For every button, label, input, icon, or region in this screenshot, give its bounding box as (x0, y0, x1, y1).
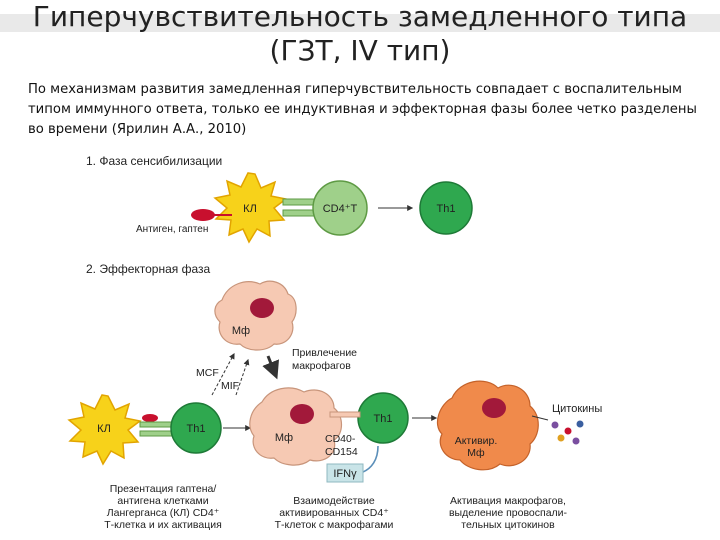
caption-right: Активация макрофагов, выделение провоспа… (449, 495, 568, 531)
phase1-title: 1. Фаза сенсибилизации (86, 154, 222, 168)
macrophage-top-nucleus (250, 298, 274, 318)
slide-title: Гиперчувствительность замедленного типа … (0, 0, 720, 68)
kl-cell-phase2 (67, 394, 142, 466)
cd40-link-bar (329, 411, 361, 418)
cytokine-release-line (531, 415, 549, 421)
activated-mf-label-1: Активир. (455, 435, 498, 447)
phase2-title: 2. Эффекторная фаза (86, 262, 211, 276)
kl-cell-phase1 (213, 172, 288, 244)
title-line-1: Гиперчувствительность замедленного типа (32, 0, 688, 33)
title-line-2: (ГЗТ, IV тип) (269, 34, 451, 67)
caption-mid-line: Т-клеток с макрофагами (275, 519, 394, 531)
cd4t-label: CD4⁺T (323, 203, 358, 215)
recruitment-arrow (262, 355, 280, 380)
recruitment-label-1: Привлечение (292, 347, 357, 359)
kl-label-phase2: КЛ (97, 423, 111, 435)
antigen-shape-phase2 (142, 414, 158, 422)
cytokine-dot (557, 434, 565, 442)
caption-left-line: Презентация гаптена/ (110, 483, 217, 495)
activated-macrophage-nucleus (482, 398, 506, 418)
recruitment-label-2: макрофагов (292, 360, 351, 372)
mcf-label: MCF (196, 367, 219, 379)
kl-label-phase1: КЛ (243, 203, 257, 215)
antigen-shape (191, 209, 215, 221)
cytokine-dot (564, 427, 572, 435)
mif-label: MIF (221, 380, 239, 392)
activated-mf-label-2: Мф (467, 447, 485, 459)
mcf-arrow (211, 352, 235, 396)
ifn-label: IFNγ (333, 468, 357, 480)
intro-text: По механизмам развития замедленная гипер… (28, 82, 697, 137)
macrophage-middle-label: Мф (275, 432, 293, 444)
th1-label-phase1: Th1 (437, 203, 456, 215)
activated-macrophage (437, 380, 539, 471)
caption-left: Презентация гаптена/ антигена клетками Л… (104, 483, 222, 531)
macrophage-middle (249, 387, 343, 466)
caption-mid: Взаимодействие активированных CD4⁺ Т-кле… (275, 495, 394, 531)
caption-left-line: Лангерганса (КЛ) CD4⁺ (107, 507, 220, 519)
cytokine-dot (572, 437, 580, 445)
caption-right-line: тельных цитокинов (461, 519, 555, 531)
caption-mid-line: Взаимодействие (293, 495, 375, 507)
caption-mid-line: активированных CD4⁺ (279, 507, 389, 519)
th1-label-phase2-left: Th1 (187, 423, 206, 435)
th1-label-phase2-middle: Th1 (374, 413, 393, 425)
caption-left-line: Т-клетка и их активация (104, 519, 222, 531)
caption-left-line: антигена клетками (117, 495, 208, 507)
th1-cell-phase2-middle (357, 392, 409, 444)
caption-right-line: Активация макрофагов, (450, 495, 566, 507)
cytokine-dot (551, 421, 559, 429)
cd4t-cell (312, 180, 368, 236)
cd40-label: CD40- (325, 433, 356, 445)
cytokine-dot (576, 420, 584, 428)
cd154-label: CD154 (325, 446, 358, 458)
ifn-box (326, 463, 364, 483)
mif-arrow (235, 358, 250, 396)
cytokines-label: Цитокины (552, 403, 602, 415)
macrophage-top-label: Мф (232, 325, 250, 337)
th1-cell-phase1 (419, 181, 473, 235)
macrophage-middle-nucleus (290, 404, 314, 424)
antigen-label: Антиген, гаптен (136, 224, 208, 235)
caption-right-line: выделение провоспали- (449, 507, 568, 519)
th1-cell-phase2-left (170, 402, 222, 454)
